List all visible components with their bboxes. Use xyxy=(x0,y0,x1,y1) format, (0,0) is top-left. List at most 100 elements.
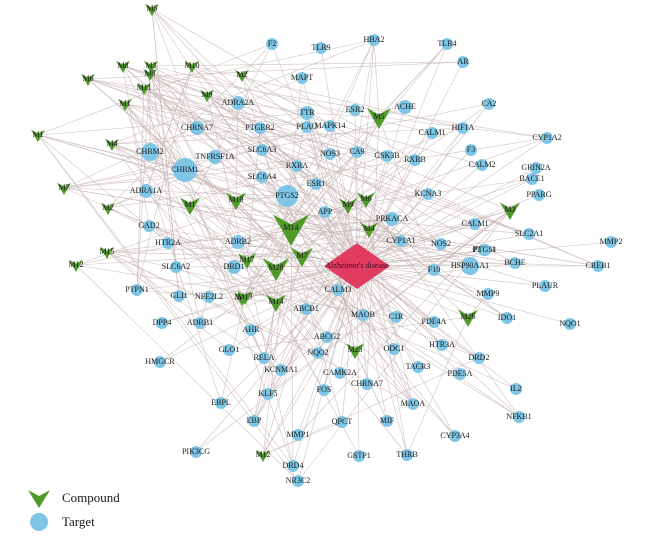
target-node xyxy=(336,416,348,428)
target-node xyxy=(292,429,304,441)
target-label: GRIN2A xyxy=(521,163,551,172)
target-node xyxy=(501,312,513,324)
network-edge xyxy=(356,265,508,319)
network-edge xyxy=(124,103,308,128)
network-edge xyxy=(214,156,292,229)
target-label: EBP xyxy=(247,416,262,425)
compound-label: M15 xyxy=(99,247,114,256)
network-edge xyxy=(356,265,456,437)
compound-label: M11 xyxy=(137,83,152,92)
target-node xyxy=(428,316,440,328)
network-edge xyxy=(106,251,319,354)
compound-label: M13 xyxy=(237,292,252,301)
network-edge xyxy=(189,204,485,251)
network-edge xyxy=(290,227,471,267)
network-edge xyxy=(290,218,393,229)
target-label: MAOB xyxy=(351,310,375,319)
compound-label: M10 xyxy=(228,195,243,204)
compound-label: M2 xyxy=(102,203,113,212)
compound-label: M14 xyxy=(268,297,283,306)
target-node xyxy=(539,280,551,292)
legend: Compound Target xyxy=(26,486,186,534)
network-edge xyxy=(189,43,273,206)
target-label: ESR2 xyxy=(346,105,365,114)
target-label: CALM1 xyxy=(461,219,488,228)
network-edge xyxy=(306,112,380,118)
compound-node xyxy=(57,182,71,195)
target-label: PTGS2 xyxy=(275,191,299,200)
target-label: ABCG2 xyxy=(314,332,340,341)
network-edge xyxy=(191,65,443,346)
target-label: ADRA1A xyxy=(130,186,163,195)
network-edge xyxy=(271,43,358,267)
target-label: HTR3A xyxy=(429,340,455,349)
network-edge xyxy=(237,102,511,211)
compound-node xyxy=(235,69,249,82)
target-label: PLAU xyxy=(297,122,318,131)
compound-label: M5 xyxy=(144,69,155,78)
network-edge xyxy=(280,209,511,371)
target-label: MAPT xyxy=(291,73,313,82)
network-edge xyxy=(159,296,246,363)
compound-label: M6 xyxy=(360,194,371,203)
network-edge xyxy=(87,78,530,235)
target-label: THRB xyxy=(396,450,417,459)
target-label: NQO2 xyxy=(307,348,328,357)
target-legend-icon xyxy=(30,513,48,531)
compound-node xyxy=(339,198,357,214)
target-label: QPCT xyxy=(332,417,353,426)
target-label: HSP90AA1 xyxy=(451,261,489,270)
target-label: CAMK2A xyxy=(323,368,357,377)
compound-label: M28 xyxy=(268,263,283,272)
target-node xyxy=(223,344,235,356)
network-edge xyxy=(356,132,433,267)
target-node xyxy=(509,257,521,269)
target-node xyxy=(256,144,268,156)
network-edge xyxy=(235,199,414,405)
target-node xyxy=(248,415,260,427)
target-label: CALM1 xyxy=(418,128,445,137)
compound-node xyxy=(263,258,289,281)
target-node xyxy=(409,154,421,166)
target-node xyxy=(334,367,346,379)
target-node xyxy=(457,56,469,68)
target-node xyxy=(368,34,380,46)
compound-legend-icon xyxy=(28,490,50,508)
compound-node xyxy=(357,192,375,208)
network-edge xyxy=(148,225,358,267)
target-node xyxy=(292,475,304,487)
network-edge xyxy=(75,264,397,318)
compound-label: M7 xyxy=(296,251,307,260)
target-label: SLC6A2 xyxy=(162,262,190,271)
network-edge xyxy=(235,102,239,201)
compound-node xyxy=(266,294,286,312)
legend-compound: Compound xyxy=(26,486,186,510)
network-edge xyxy=(136,73,151,291)
network-edge xyxy=(406,316,469,456)
target-node xyxy=(332,284,344,296)
network-edge xyxy=(290,43,448,229)
network-edge xyxy=(237,228,370,243)
compound-node xyxy=(69,259,83,272)
target-node xyxy=(324,148,336,160)
compound-node xyxy=(143,68,157,81)
target-label: MMP9 xyxy=(477,289,500,298)
legend-target: Target xyxy=(26,510,186,534)
target-label: KCNA3 xyxy=(415,189,442,198)
network-edge xyxy=(189,106,406,206)
target-node xyxy=(321,331,333,343)
network-edge xyxy=(356,265,408,456)
target-node xyxy=(258,352,270,364)
network-edge xyxy=(63,125,331,189)
network-edge xyxy=(37,134,294,467)
compound-node xyxy=(367,108,391,129)
target-node xyxy=(441,38,453,50)
target-node xyxy=(276,185,298,207)
target-label: PIK3CG xyxy=(182,447,210,456)
network-edge xyxy=(261,149,356,351)
network-edge xyxy=(148,225,356,351)
target-node xyxy=(215,397,227,409)
target-label: F2 xyxy=(268,39,276,48)
network-edge xyxy=(356,233,530,267)
network-edge xyxy=(111,143,328,338)
